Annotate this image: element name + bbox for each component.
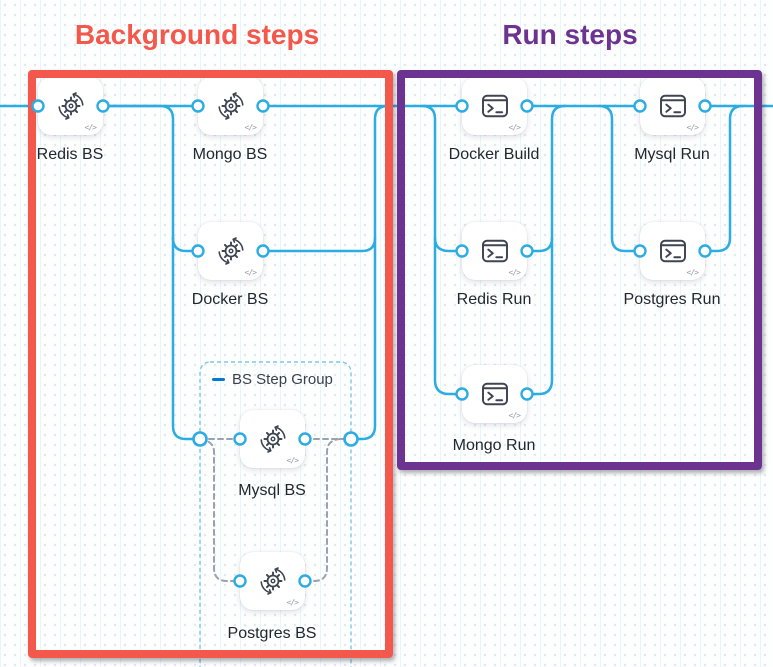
code-chevrons-glyph: </>: [244, 123, 257, 132]
node-label-docker-build: Docker Build: [448, 146, 540, 163]
run-steps-title: Run steps: [502, 19, 638, 50]
node-label-mysql-run: Mysql Run: [634, 146, 710, 163]
code-chevrons-glyph: </>: [244, 268, 257, 277]
node-mongo-run[interactable]: </>: [462, 365, 527, 423]
code-chevrons-glyph: </>: [508, 268, 521, 277]
node-postgres-run[interactable]: </>: [640, 222, 705, 280]
code-chevrons-glyph: </>: [686, 123, 699, 132]
node-docker-build[interactable]: </>: [462, 77, 527, 135]
code-chevrons-glyph: </>: [686, 268, 699, 277]
background-steps-title: Background steps: [74, 19, 320, 50]
code-chevrons-glyph: </>: [508, 411, 521, 420]
node-label-postgres-run: Postgres Run: [623, 291, 721, 308]
node-label-redis-bs: Redis BS: [36, 146, 104, 163]
node-label-mongo-bs: Mongo BS: [192, 146, 268, 163]
node-docker-bs[interactable]: </>: [198, 222, 263, 280]
node-label-redis-run: Redis Run: [456, 291, 532, 308]
code-chevrons-glyph: </>: [508, 123, 521, 132]
node-mongo-bs[interactable]: </>: [198, 77, 263, 135]
node-redis-bs[interactable]: </>: [38, 77, 103, 135]
node-redis-run[interactable]: </>: [462, 222, 527, 280]
run-steps-box: [397, 70, 762, 470]
background-steps-box: [28, 70, 393, 658]
node-mysql-run[interactable]: </>: [640, 77, 705, 135]
node-label-docker-bs: Docker BS: [191, 291, 269, 308]
code-chevrons-glyph: </>: [84, 123, 97, 132]
node-label-mongo-run: Mongo Run: [452, 437, 536, 454]
